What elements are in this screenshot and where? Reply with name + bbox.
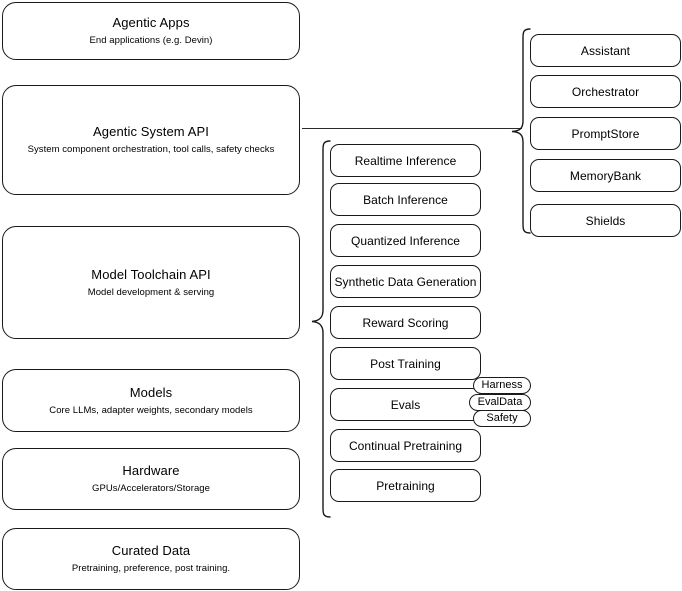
capability-box-evals[interactable]: Evals xyxy=(330,388,481,421)
component-box-shields[interactable]: Shields xyxy=(530,204,681,237)
layer-box-hardware[interactable]: Hardware GPUs/Accelerators/Storage xyxy=(2,448,300,510)
layer-subtitle: Pretraining, preference, post training. xyxy=(71,563,231,574)
component-label: Shields xyxy=(585,213,626,228)
component-label: Assistant xyxy=(580,43,631,58)
layer-box-agentic-system-api[interactable]: Agentic System API System component orch… xyxy=(2,85,300,195)
layer-box-curated-data[interactable]: Curated Data Pretraining, preference, po… xyxy=(2,528,300,590)
component-label: Orchestrator xyxy=(571,84,640,99)
evals-subcomponent-label: Harness xyxy=(481,379,523,391)
capability-box-pretraining[interactable]: Pretraining xyxy=(330,469,481,502)
capability-box-batch-inference[interactable]: Batch Inference xyxy=(330,183,481,216)
layer-box-agentic-apps[interactable]: Agentic Apps End applications (e.g. Devi… xyxy=(2,2,300,60)
component-label: MemoryBank xyxy=(569,168,642,183)
layer-subtitle: Model development & serving xyxy=(87,286,215,298)
capability-box-quantized-inference[interactable]: Quantized Inference xyxy=(330,224,481,257)
layer-title: Models xyxy=(129,384,173,400)
layer-title: Curated Data xyxy=(111,543,191,558)
brace-system-components xyxy=(510,28,532,234)
evals-subcomponent-evaldata[interactable]: EvalData xyxy=(469,394,531,411)
capability-label: Realtime Inference xyxy=(354,153,457,168)
capability-box-synthetic-data-generation[interactable]: Synthetic Data Generation xyxy=(330,265,481,298)
capability-box-reward-scoring[interactable]: Reward Scoring xyxy=(330,306,481,339)
capability-box-realtime-inference[interactable]: Realtime Inference xyxy=(330,144,481,177)
layer-title: Agentic System API xyxy=(93,124,209,139)
capability-label: Post Training xyxy=(370,356,441,371)
layer-box-models[interactable]: Models Core LLMs, adapter weights, secon… xyxy=(2,369,300,432)
component-label: PromptStore xyxy=(571,126,640,141)
component-box-assistant[interactable]: Assistant xyxy=(530,34,681,67)
capability-label: Pretraining xyxy=(376,478,435,493)
evals-subcomponent-safety[interactable]: Safety xyxy=(473,410,531,427)
connector-system-api-to-components xyxy=(302,128,522,129)
layer-box-model-toolchain-api[interactable]: Model Toolchain API Model development & … xyxy=(2,226,300,339)
capability-label: Continual Pretraining xyxy=(348,438,463,453)
capability-box-continual-pretraining[interactable]: Continual Pretraining xyxy=(330,429,481,462)
component-box-memorybank[interactable]: MemoryBank xyxy=(530,159,681,192)
layer-title: Agentic Apps xyxy=(112,15,190,30)
layer-subtitle: End applications (e.g. Devin) xyxy=(89,35,213,46)
evals-subcomponent-harness[interactable]: Harness xyxy=(473,377,531,394)
layer-title: Hardware xyxy=(122,463,180,478)
capability-label: Reward Scoring xyxy=(362,315,449,330)
evals-subcomponent-label: EvalData xyxy=(477,396,523,408)
capability-label: Quantized Inference xyxy=(350,233,461,248)
layer-subtitle: GPUs/Accelerators/Storage xyxy=(92,483,210,494)
layer-subtitle: System component orchestration, tool cal… xyxy=(27,144,275,155)
component-box-promptstore[interactable]: PromptStore xyxy=(530,117,681,150)
layer-title: Model Toolchain API xyxy=(91,266,211,282)
layer-subtitle: Core LLMs, adapter weights, secondary mo… xyxy=(49,404,253,416)
capability-box-post-training[interactable]: Post Training xyxy=(330,347,481,380)
evals-subcomponent-label: Safety xyxy=(486,412,518,424)
capability-label: Synthetic Data Generation xyxy=(334,274,477,289)
brace-toolchain-capabilities xyxy=(310,140,332,518)
capability-label: Evals xyxy=(390,397,421,412)
capability-label: Batch Inference xyxy=(363,192,448,207)
component-box-orchestrator[interactable]: Orchestrator xyxy=(530,75,681,108)
